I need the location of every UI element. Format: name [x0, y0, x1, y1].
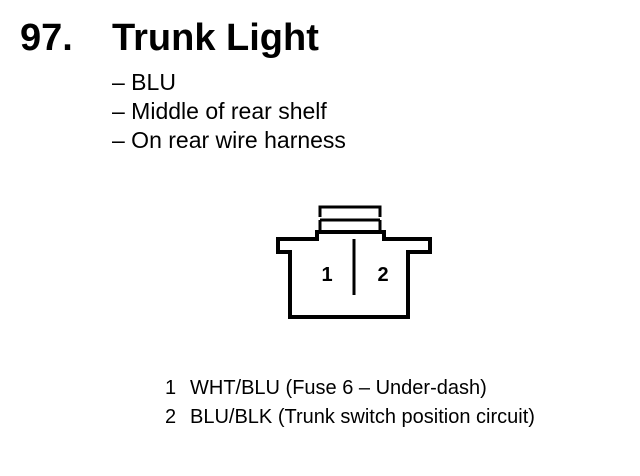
connector-location: – Middle of rear shelf: [112, 98, 327, 124]
connector-harness: – On rear wire harness: [112, 127, 346, 153]
pin-description: BLU/BLK (Trunk switch position circuit): [190, 406, 535, 428]
pin-label-1: 1: [321, 264, 332, 286]
pin-label-2: 2: [377, 264, 388, 286]
connector-color: – BLU: [112, 69, 176, 95]
connector-latch-sides: [318, 220, 382, 232]
pin-description: WHT/BLU (Fuse 6 – Under-dash): [190, 377, 487, 399]
connector-outline: [318, 205, 382, 217]
pin-row: 2 BLU/BLK (Trunk switch position circuit): [165, 403, 535, 432]
pin-list: 1 WHT/BLU (Fuse 6 – Under-dash) 2 BLU/BLK …: [165, 374, 535, 432]
connector-body: [276, 230, 432, 319]
item-number: 97.: [20, 17, 73, 59]
connector-diagram: 1 2: [276, 205, 432, 319]
component-title: Trunk Light: [112, 17, 319, 59]
pin-number: 2: [165, 406, 177, 428]
connector-info-list: – BLU – Middle of rear shelf – On rear w…: [112, 68, 346, 155]
pin-row: 1 WHT/BLU (Fuse 6 – Under-dash): [165, 374, 535, 403]
pin-number: 1: [165, 377, 177, 399]
